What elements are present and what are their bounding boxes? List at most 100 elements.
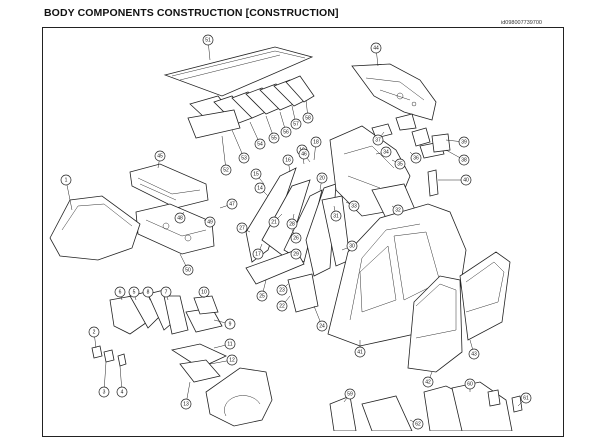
callout-circle-9 [224,318,236,330]
callout-30: 30 [341,240,358,252]
callout-49: 49 [203,216,216,228]
callout-label-34: 34 [383,149,389,155]
callout-40: 40 [438,174,472,186]
callout-label-48: 48 [177,215,183,221]
callout-36: 36 [409,151,422,164]
callout-label-46: 46 [301,151,307,157]
callout-label-5: 5 [133,289,136,295]
callout-circle-12 [226,354,238,366]
callout-25: 25 [256,279,268,302]
callout-11: 11 [213,338,236,350]
callout-circle-38 [458,154,470,166]
callout-label-47: 47 [229,201,235,207]
callout-label-26: 26 [293,235,299,241]
callout-label-21: 21 [271,219,277,225]
pillar-inner-part [245,167,351,313]
callout-label-44: 44 [373,45,379,51]
callout-21: 21 [268,213,283,228]
callout-label-52: 52 [223,167,229,173]
callout-6: 6 [114,286,126,301]
callout-label-45: 45 [157,153,163,159]
callout-label-37: 37 [375,137,381,143]
callout-label-56: 56 [283,129,289,135]
callout-label-22: 22 [279,303,285,309]
callout-label-13: 13 [183,401,189,407]
callout-label-42: 42 [425,379,431,385]
callout-label-41: 41 [357,349,363,355]
callout-leader-52 [221,135,227,171]
callout-circle-13 [180,398,192,410]
callout-3: 3 [98,361,110,398]
callout-circle-8 [142,286,154,298]
callout-label-11: 11 [227,341,232,347]
callout-51: 51 [202,34,214,61]
callout-56: 56 [279,111,292,138]
liftgate-part [351,63,437,121]
callout-circle-34 [380,146,392,158]
callout-label-9: 9 [229,321,232,327]
callout-29: 29 [290,248,302,260]
callout-41: 41 [354,340,366,358]
callout-label-38: 38 [461,157,467,163]
callout-circle-37 [372,134,384,146]
callout-circle-52 [220,164,232,176]
callout-circle-40 [460,174,472,186]
callout-label-53: 53 [241,155,247,161]
callout-circle-14 [254,182,266,194]
callout-circle-16 [282,154,294,166]
callout-label-62: 62 [415,421,421,427]
callout-circle-54 [254,138,266,150]
callout-circle-48 [174,212,186,224]
callout-label-54: 54 [257,141,263,147]
callout-circle-23 [276,284,288,296]
callout-circle-15 [250,168,262,180]
callout-circle-35 [394,158,406,170]
callout-label-33: 33 [351,203,357,209]
front-door-part [407,275,463,373]
callout-label-60: 60 [467,381,473,387]
callout-2: 2 [88,326,100,349]
callout-9: 9 [213,318,236,330]
callout-circle-10 [198,286,210,298]
callout-50: 50 [179,253,194,276]
callout-circle-24 [316,320,328,332]
callout-circle-27 [236,222,248,234]
callout-label-1: 1 [65,177,68,183]
callout-circle-62 [412,418,424,430]
callout-circle-1 [60,174,72,186]
callout-label-15: 15 [253,171,259,177]
callout-circle-44 [370,42,382,54]
callout-10: 10 [198,286,210,298]
callout-label-14: 14 [257,185,263,191]
callout-circle-49 [204,216,216,228]
callout-circle-18 [310,136,322,148]
callout-label-18: 18 [313,139,319,145]
callout-circle-41 [354,346,366,358]
dash-panel-part [135,203,215,255]
callout-45: 45 [154,150,166,169]
callout-35: 35 [391,158,406,170]
callout-circle-47 [226,198,238,210]
callout-circle-2 [88,326,100,338]
callout-circle-51 [202,34,214,46]
callout-46: 46 [298,148,311,163]
callout-label-16: 16 [285,157,291,163]
callout-label-32: 32 [395,207,401,213]
callout-label-36: 36 [413,155,419,161]
callout-label-61: 61 [523,395,529,401]
callout-42: 42 [422,371,434,388]
callout-39: 39 [445,136,470,148]
callout-circle-33 [348,200,360,212]
callout-27: 27 [236,222,251,234]
callout-48: 48 [174,211,186,224]
callout-circle-36 [410,152,422,164]
callout-circle-6 [114,286,126,298]
callout-label-20: 20 [319,175,325,181]
callout-5: 5 [128,286,140,301]
callout-label-29: 29 [293,251,299,257]
callout-label-35: 35 [397,161,403,167]
callout-circle-60 [464,378,476,390]
callout-label-55: 55 [271,135,277,141]
callout-label-17: 17 [255,251,261,257]
callout-20: 20 [316,172,328,191]
